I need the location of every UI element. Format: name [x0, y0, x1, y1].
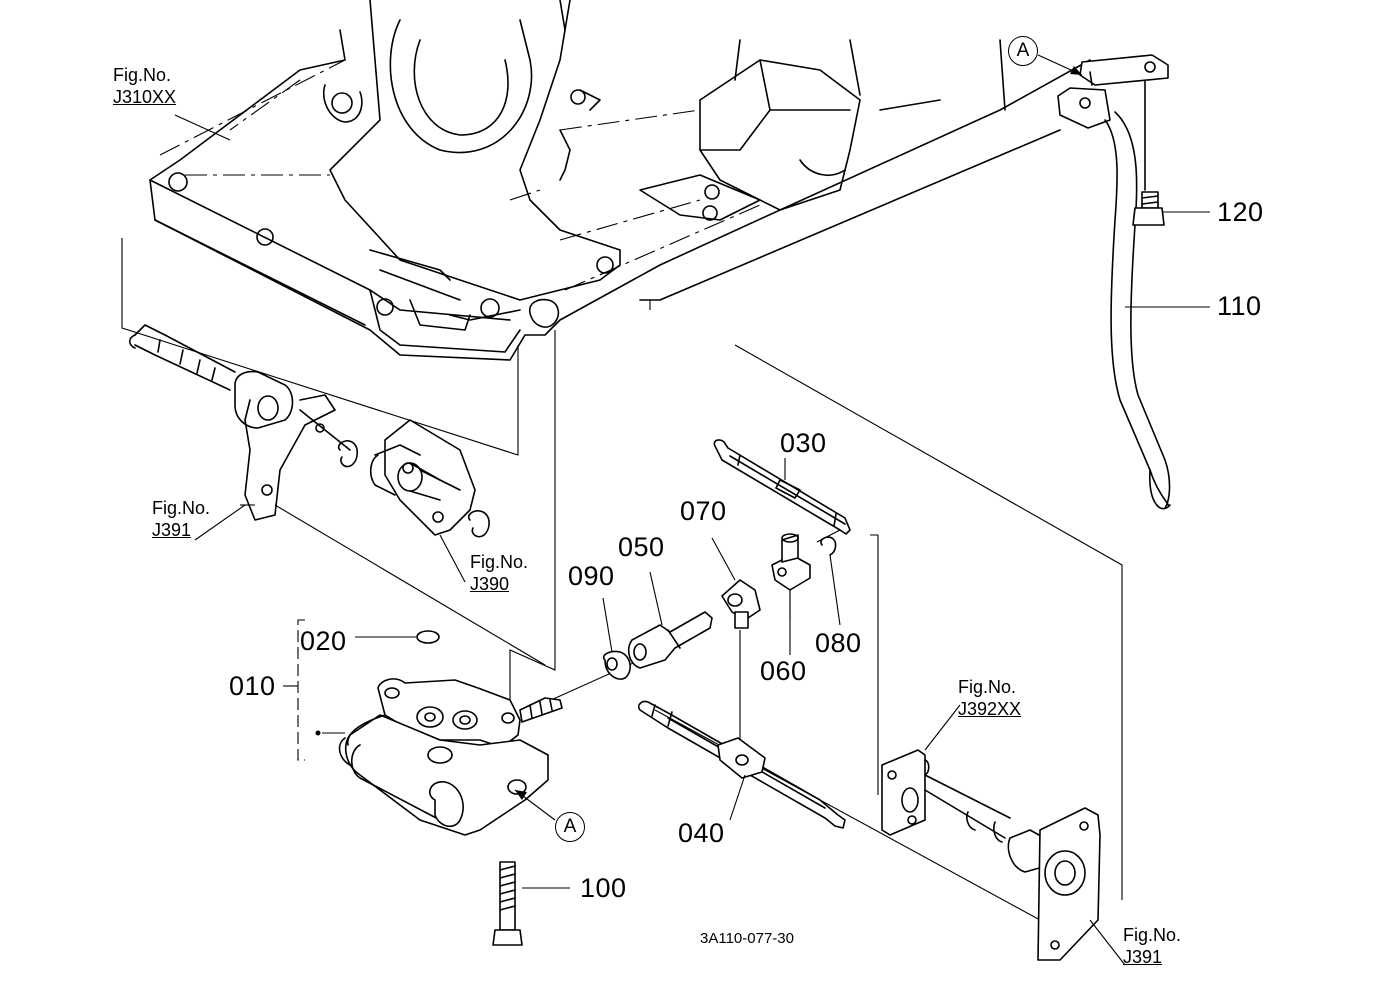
fig-label-j390: Fig.No. J390 [470, 551, 528, 595]
leader-j310xx [174, 114, 231, 141]
pipe-110 [1057, 54, 1171, 510]
part-number-040: 040 [678, 818, 725, 848]
valve-body-010 [283, 619, 563, 836]
part-number-020: 020 [300, 626, 347, 656]
fig-prefix: Fig.No. [152, 498, 211, 518]
part-number-070: 070 [680, 496, 727, 526]
fig-prefix: Fig.No. [958, 677, 1017, 697]
part-number-030: 030 [780, 428, 827, 458]
left-lever-assembly [128, 324, 359, 541]
spool-parts [602, 439, 851, 829]
right-shaft-assembly [881, 704, 1126, 966]
fig-ref-j392xx: J392XX [958, 699, 1022, 719]
part-number-010: 010 [229, 671, 276, 701]
fig-ref-j391-right: J391 [1123, 947, 1163, 967]
bolt-100 [492, 861, 570, 946]
fig-label-j391-left: Fig.No. J391 [152, 497, 210, 541]
fig-ref-j310xx: J310XX [113, 87, 177, 107]
transmission-housing [149, 0, 1091, 361]
part-number-110: 110 [1217, 291, 1262, 321]
fig-label-j392xx: Fig.No. J392XX [958, 676, 1021, 720]
part-number-060: 060 [760, 656, 807, 686]
part-number-120: 120 [1217, 197, 1264, 227]
fig-ref-j390: J390 [470, 574, 510, 594]
fig-prefix: Fig.No. [1123, 925, 1182, 945]
callout-a-top: A [1008, 36, 1038, 66]
bolt-120 [1132, 191, 1210, 226]
part-number-100: 100 [580, 873, 627, 903]
part-number-090: 090 [568, 561, 615, 591]
part-number-050: 050 [618, 532, 665, 562]
fig-prefix: Fig.No. [113, 65, 172, 85]
fig-prefix: Fig.No. [470, 552, 529, 572]
callout-a-valve: A [555, 812, 585, 842]
fig-label-j391-right: Fig.No. J391 [1123, 924, 1181, 968]
fig-label-j310xx: Fig.No. J310XX [113, 64, 176, 108]
middle-bracket-assembly [369, 419, 490, 583]
arrow-head-top [1070, 66, 1082, 75]
drawing-code: 3A110-077-30 [700, 930, 794, 947]
part-number-080: 080 [815, 628, 862, 658]
fig-ref-j391-left: J391 [152, 520, 192, 540]
arrow-head-valve [515, 790, 527, 800]
